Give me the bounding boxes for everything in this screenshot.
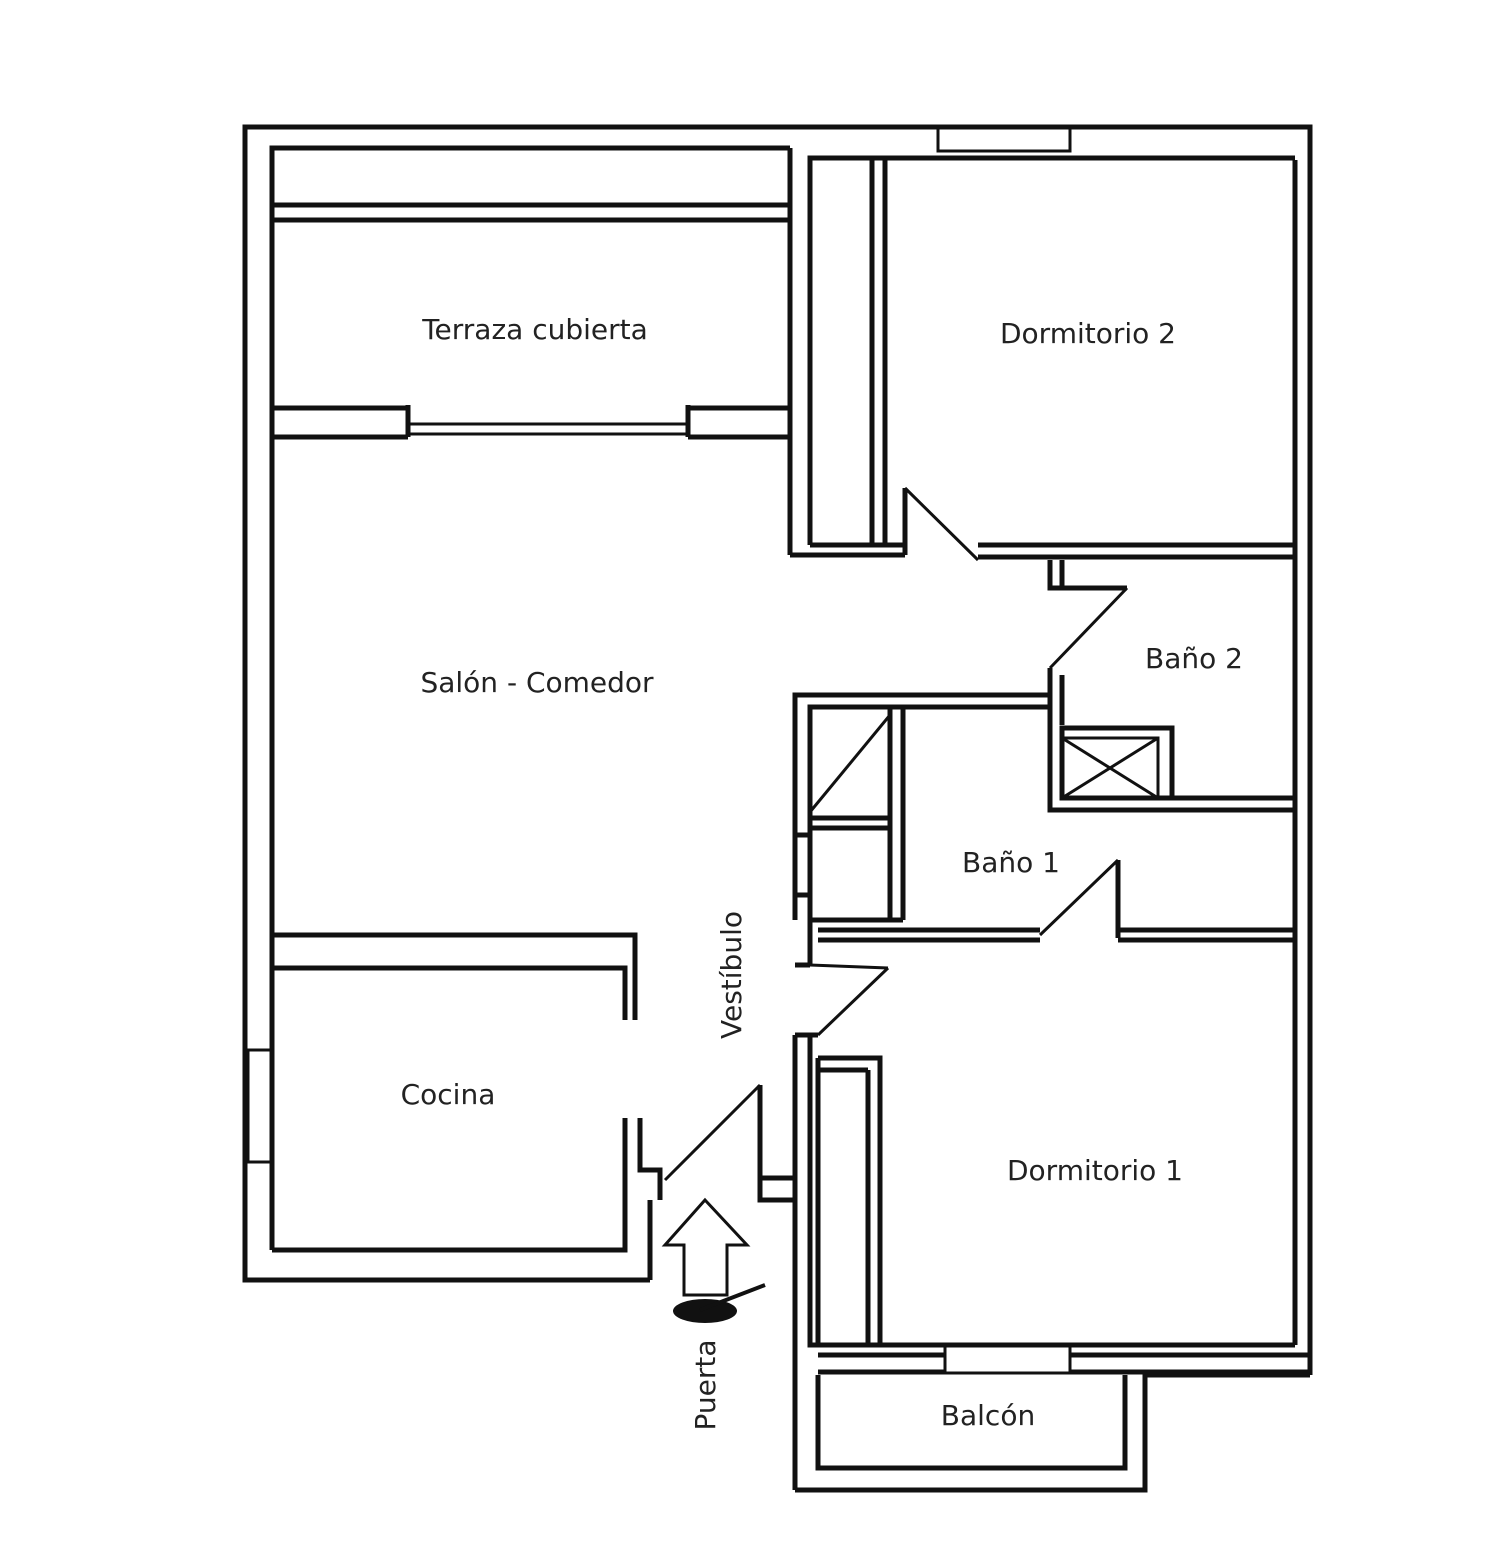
terrace-area [272,148,793,555]
bedroom-2-walls [790,155,1295,562]
outer-wall-main [242,124,1313,1375]
label-vestibulo: Vestíbulo [715,911,748,1039]
kitchen-window [246,1048,274,1164]
bath2-left-wall [1047,668,1295,813]
label-bano-1: Baño 1 [962,846,1060,879]
balcony-walls [815,1375,1128,1471]
bathroom-2-walls [1047,560,1295,813]
label-terraza: Terraza cubierta [421,313,648,346]
kitchen-bottom [272,1118,628,1253]
ventilation-shaft-inner [1060,736,1160,800]
entrance-wall-right [757,1180,795,1203]
entrance-door [663,1083,795,1203]
kitchen-walls [246,932,663,1280]
cross-box-icon [1061,736,1159,800]
entrance-door-leaf [663,1083,762,1182]
bath2-door-leaf [1048,586,1129,670]
kitchen-top-inner [272,965,628,1020]
label-cocina: Cocina [401,1078,496,1111]
outer-wall-balcony [795,1372,1310,1493]
balcony-inner [815,1375,1128,1471]
top-window [936,125,1072,153]
balcony-window [943,1343,1072,1375]
scribble-mark [673,1283,766,1323]
label-bano-2: Baño 2 [1145,642,1243,675]
up-arrow-icon [661,1197,751,1297]
bathroom-1-walls [792,692,1295,968]
bedroom1-left-wall [807,1035,1295,1348]
bedroom2-door-leaf [903,486,980,562]
closet-door-swing [808,714,892,813]
kitchen-top-outer [272,932,638,1020]
label-puerta: Puerta [689,1339,722,1430]
bath1-door-leaf [1038,858,1120,937]
bath1-top-outer [792,692,1050,920]
wardrobe2-outer [807,155,1295,545]
label-salon-comedor: Salón - Comedor [420,666,654,699]
bedroom1-door-leaf [816,966,890,1037]
bedroom1-door-top [809,963,889,970]
label-balcon: Balcón [941,1399,1035,1432]
wardrobe1-outline [818,1055,883,1345]
outer-walls [242,124,1313,1493]
outer-wall-inner-left [269,145,790,1250]
bedroom-1-walls [795,920,1310,1375]
bath2-door-top [1047,560,1127,591]
bath1-top-inner [807,704,1050,920]
label-dormitorio-2: Dormitorio 2 [1000,317,1176,350]
kitchen-door-jamb [637,1118,663,1200]
label-dormitorio-1: Dormitorio 1 [1007,1154,1183,1187]
